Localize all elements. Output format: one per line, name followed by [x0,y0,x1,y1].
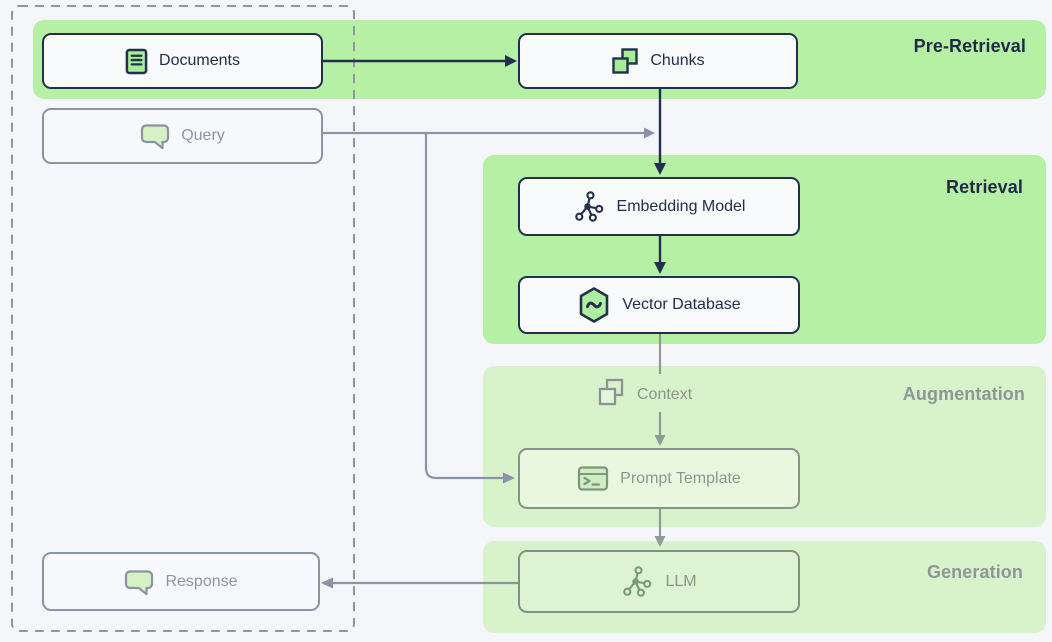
network-icon [621,565,654,598]
node-embedding-model: Embedding Model [518,177,800,236]
speech-bubble-icon [124,568,154,596]
stage-label-generation: Generation [926,562,1023,582]
node-vector-database: Vector Database [518,276,800,334]
hexagon-wave-icon [577,286,611,324]
node-query: Query [42,108,323,164]
node-prompt-template: Prompt Template [518,448,800,509]
node-label: Documents [159,52,240,69]
node-chunks: Chunks [518,33,798,89]
stage-label-pre-retrieval: Pre-Retrieval [913,36,1026,56]
node-label: Chunks [650,52,705,69]
speech-bubble-icon [140,122,170,150]
node-label: Query [181,127,225,144]
stage-label-augmentation: Augmentation [902,384,1025,404]
copy-squares-icon [611,47,639,75]
node-llm: LLM [518,550,800,613]
io-dashed-container [11,5,355,632]
stage-label-retrieval: Retrieval [946,177,1023,197]
node-label: Context [637,385,693,403]
node-label: Vector Database [622,296,741,313]
node-context: Context [596,377,692,412]
node-label: Prompt Template [620,469,741,487]
node-documents: Documents [42,33,323,89]
node-label: Embedding Model [616,197,746,215]
terminal-icon [577,465,609,492]
copy-squares-icon [596,377,626,412]
node-label: Response [165,572,238,590]
node-label: LLM [665,572,697,590]
node-response: Response [42,552,320,611]
network-icon [573,190,606,223]
document-icon [125,48,148,75]
